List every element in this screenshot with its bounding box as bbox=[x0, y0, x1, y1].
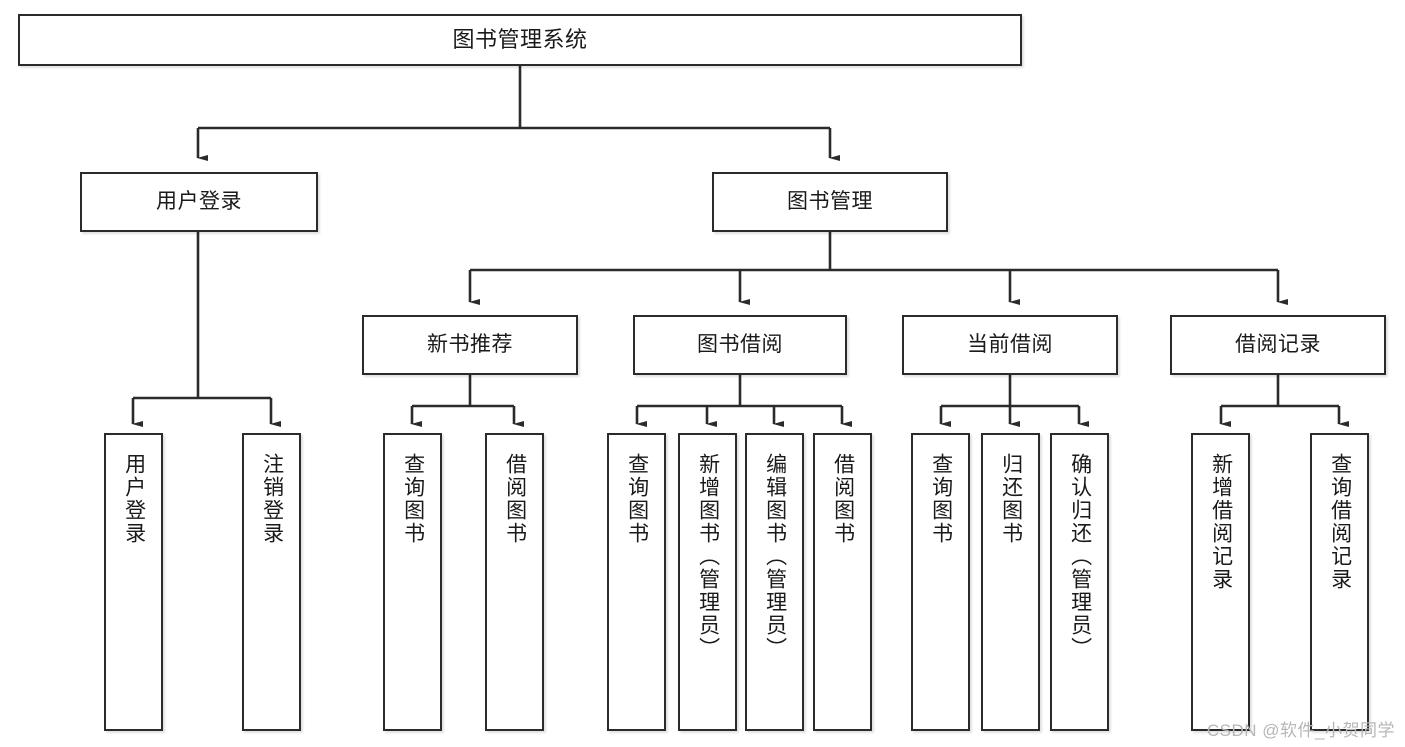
node-label: 新增图书（管理员） bbox=[696, 453, 720, 660]
node-user-login[interactable]: 用户登录 bbox=[80, 172, 318, 232]
leaf-borrow-books-new[interactable]: 借阅图书 bbox=[485, 433, 544, 731]
leaf-edit-book-admin[interactable]: 编辑图书（管理员） bbox=[745, 433, 804, 731]
node-label: 查询图书 bbox=[929, 453, 953, 545]
leaf-add-book-admin[interactable]: 新增图书（管理员） bbox=[678, 433, 737, 731]
leaf-add-borrow-record[interactable]: 新增借阅记录 bbox=[1191, 433, 1250, 731]
leaf-query-books-borrow[interactable]: 查询图书 bbox=[607, 433, 666, 731]
node-borrow-records[interactable]: 借阅记录 bbox=[1170, 315, 1386, 375]
leaf-borrow-books[interactable]: 借阅图书 bbox=[813, 433, 872, 731]
node-label: 用户登录 bbox=[156, 190, 242, 214]
node-label: 注销登录 bbox=[260, 453, 284, 545]
node-label: 确认归还（管理员） bbox=[1068, 453, 1092, 660]
node-label: 借阅图书 bbox=[503, 453, 527, 545]
node-label: 借阅记录 bbox=[1235, 333, 1321, 357]
node-label: 查询图书 bbox=[401, 453, 425, 545]
node-book-management[interactable]: 图书管理 bbox=[712, 172, 948, 232]
leaf-return-books[interactable]: 归还图书 bbox=[981, 433, 1040, 731]
node-root-book-management-system[interactable]: 图书管理系统 bbox=[18, 14, 1022, 66]
leaf-user-login[interactable]: 用户登录 bbox=[104, 433, 163, 731]
leaf-logout[interactable]: 注销登录 bbox=[242, 433, 301, 731]
node-label: 当前借阅 bbox=[967, 333, 1053, 357]
node-label: 新增借阅记录 bbox=[1209, 453, 1233, 591]
node-label: 图书管理系统 bbox=[452, 26, 588, 52]
node-label: 图书借阅 bbox=[697, 333, 783, 357]
node-new-book-recommendation[interactable]: 新书推荐 bbox=[362, 315, 578, 375]
node-label: 用户登录 bbox=[122, 453, 146, 545]
leaf-query-books-new[interactable]: 查询图书 bbox=[383, 433, 442, 731]
node-label: 编辑图书（管理员） bbox=[763, 453, 787, 660]
leaf-query-books-current[interactable]: 查询图书 bbox=[911, 433, 970, 731]
node-label: 查询借阅记录 bbox=[1328, 453, 1352, 591]
node-current-borrowing[interactable]: 当前借阅 bbox=[902, 315, 1118, 375]
node-label: 借阅图书 bbox=[831, 453, 855, 545]
leaf-query-borrow-record[interactable]: 查询借阅记录 bbox=[1310, 433, 1369, 731]
node-label: 图书管理 bbox=[787, 190, 873, 214]
watermark-text: CSDN @软件_小贺同学 bbox=[1206, 721, 1395, 740]
leaf-confirm-return-admin[interactable]: 确认归还（管理员） bbox=[1050, 433, 1109, 731]
node-label: 新书推荐 bbox=[427, 333, 513, 357]
node-label: 查询图书 bbox=[625, 453, 649, 545]
node-book-borrowing[interactable]: 图书借阅 bbox=[633, 315, 847, 375]
node-label: 归还图书 bbox=[999, 453, 1023, 545]
